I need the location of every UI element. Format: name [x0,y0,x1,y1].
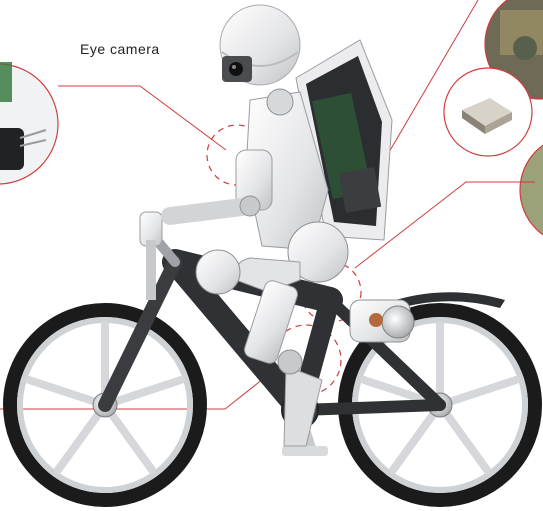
callout-inset-right [519,144,543,236]
front-wheel [3,303,207,507]
gyro-sensor-chip-icon [462,98,512,134]
eye-camera-label: Eye camera [80,41,160,57]
rear-fender [378,292,505,314]
callout-inset-gyro [443,67,533,157]
eye-camera-icon [222,56,252,82]
handlebar [139,211,163,300]
robot-rider [161,4,393,447]
robot-arm [161,149,273,225]
rear-drive-motor [349,299,415,343]
callout-inset-left [0,62,59,185]
robot-leg [195,221,349,447]
